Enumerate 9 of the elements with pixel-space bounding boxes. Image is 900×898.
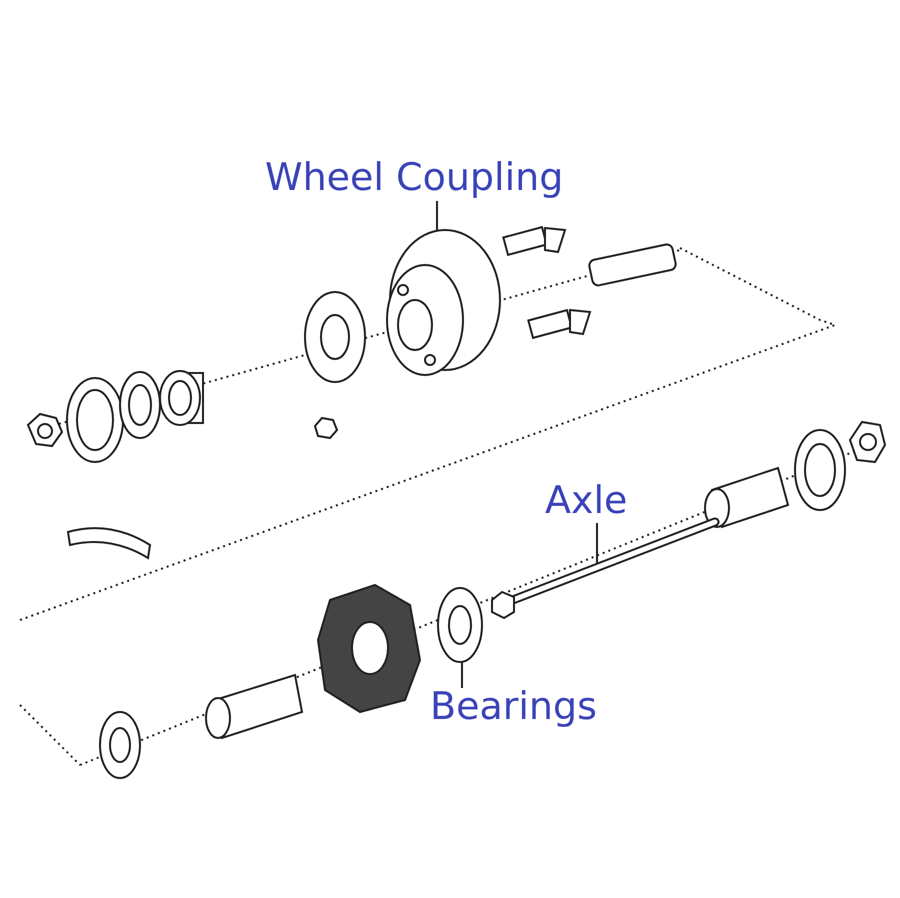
part-label: Bearings [430, 684, 597, 728]
leader-line [461, 662, 463, 688]
bearing-drawing [437, 587, 483, 663]
leader-line [436, 201, 438, 231]
wheel-hub-drawing [386, 229, 501, 376]
part-label: Axle [545, 478, 628, 522]
axle-drawing [491, 518, 720, 620]
leader-line [596, 523, 598, 563]
part-label: Wheel Coupling [265, 155, 564, 199]
